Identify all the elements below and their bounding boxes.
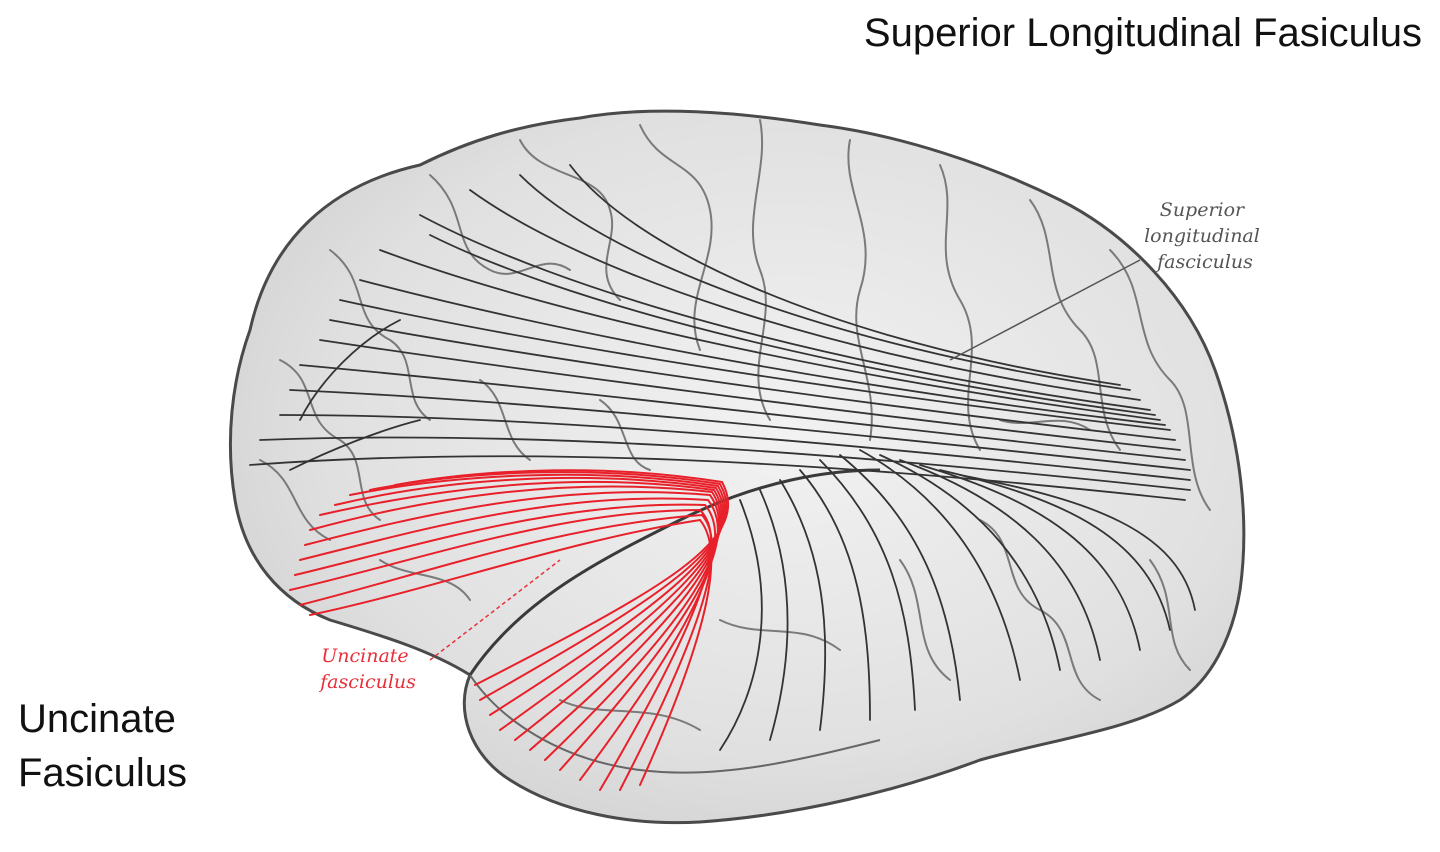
superior-annotation-line: Superior <box>1160 199 1246 221</box>
superior-annotation: Superior longitudinal fasciculus <box>1144 199 1266 273</box>
uncinate-caption-line-1: Uncinate <box>18 697 176 741</box>
uncinate-caption-line-2: Fasiculus <box>18 751 187 795</box>
uncinate-annotation: Uncinate fasciculus <box>318 645 416 693</box>
uncinate-annotation-line: Uncinate <box>321 645 408 667</box>
uncinate-annotation-line: fasciculus <box>318 671 416 693</box>
uncinate-fibers <box>289 469 730 791</box>
gyri-pattern <box>259 119 1211 731</box>
superior-annotation-line: fasciculus <box>1155 251 1253 273</box>
superior-annotation-leader <box>949 259 1141 361</box>
uncinate-annotation-leader <box>429 559 561 661</box>
superior-longitudinal-fibers <box>249 164 1196 751</box>
temporal-lobe-edge <box>469 674 881 774</box>
superior-fasciculus-caption: Superior Longitudinal Fasiculus <box>863 11 1422 55</box>
superior-annotation-line: longitudinal <box>1144 225 1260 247</box>
brain-outline <box>228 109 1246 825</box>
uncinate-fasciculus-caption: Uncinate Fasiculus <box>18 692 187 800</box>
lateral-sulcus <box>468 468 881 676</box>
